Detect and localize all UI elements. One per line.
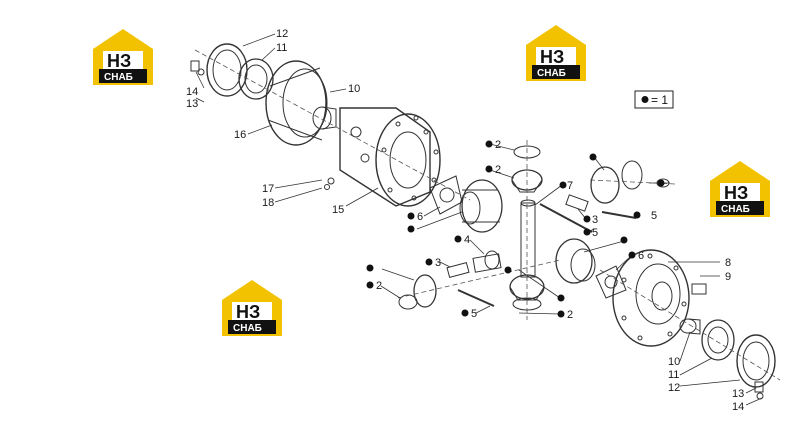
logo-mark-text: НЗ: [540, 47, 564, 67]
label-9: 9: [725, 271, 731, 283]
bullet-icon: [504, 266, 512, 274]
bullet-icon: [407, 225, 415, 233]
bullet-icon: [641, 96, 649, 103]
label-16: 16: [234, 129, 246, 141]
differential-case-15: [339, 107, 441, 207]
label-14-top: 14: [186, 86, 198, 98]
screw-13-14-bottom: [754, 381, 764, 400]
rod-5-center-b: [601, 211, 637, 219]
bullet-icon: [557, 294, 565, 302]
label-7: 7: [567, 180, 573, 192]
side-gear-right: [555, 238, 596, 284]
label-11-top: 11: [276, 42, 287, 54]
label-18: 18: [262, 197, 274, 209]
label-6-right: 6: [638, 250, 644, 262]
label-2-pinion: 2: [495, 164, 501, 176]
label-8: 8: [725, 257, 731, 269]
bullet-icon: [589, 153, 597, 161]
bearing-11-bottom: [701, 319, 735, 361]
differential-case-right: [612, 249, 690, 347]
label-5-center: 5: [592, 227, 598, 239]
label-13-bottom: 13: [732, 388, 744, 400]
seal-ring-12-bottom: [736, 334, 776, 388]
label-12-top: 12: [276, 28, 288, 40]
logo-bottom-left: НЗ СНАБ: [222, 280, 282, 336]
label-6-left: 6: [417, 211, 423, 223]
label-3-center: 3: [592, 214, 598, 226]
bullet-icon: [485, 165, 493, 173]
label-13-top: 13: [186, 98, 198, 110]
logo-top-left: НЗ СНАБ: [93, 29, 153, 85]
logo-mark-text: НЗ: [236, 302, 260, 322]
label-15: 15: [332, 204, 344, 216]
screw-13-14-top: [190, 60, 205, 76]
label-5-lower: 5: [471, 308, 477, 320]
logo-caption: СНАБ: [721, 204, 750, 215]
bullet-icon: [407, 212, 415, 220]
bevel-gear-left: [459, 179, 503, 233]
bullet-icon: [583, 215, 591, 223]
label-4: 4: [464, 234, 470, 246]
label-12-bottom: 12: [668, 382, 680, 394]
label-5-right: 5: [651, 210, 657, 222]
bearing-cone-10-bottom: [679, 318, 701, 335]
pin-3-lower: [446, 261, 470, 279]
pin-3-center: [565, 194, 589, 212]
cross-shaft-7: [520, 199, 536, 278]
label-10-bottom: 10: [668, 356, 680, 368]
legend-text: = 1: [651, 93, 668, 107]
bullet-icon: [628, 251, 636, 259]
bullet-icon: [454, 235, 462, 243]
bevel-gear-left-bottom: [398, 274, 437, 310]
logo-caption: СНАБ: [104, 72, 133, 83]
logo-mark-text: НЗ: [724, 183, 748, 203]
bullet-icon: [657, 179, 665, 187]
label-2-top: 2: [495, 139, 501, 151]
rod-5-center-a: [539, 203, 593, 233]
logo-caption: СНАБ: [537, 68, 566, 79]
bolt-9: [691, 283, 707, 295]
logo-mark-text: НЗ: [107, 51, 131, 71]
label-10-top: 10: [348, 83, 360, 95]
label-3-lower: 3: [435, 257, 441, 269]
bullet-icon: [425, 258, 433, 266]
label-17: 17: [262, 183, 274, 195]
logo-caption: СНАБ: [233, 323, 262, 334]
ring-gear-16: [265, 60, 328, 146]
logo-right: НЗ СНАБ: [710, 161, 770, 217]
bullet-icon: [485, 140, 493, 148]
label-2-bottom: 2: [567, 309, 573, 321]
bullet-icon: [557, 310, 565, 318]
bullet-icon: [559, 181, 567, 189]
label-2-left: 2: [376, 280, 382, 292]
bullet-icon: [366, 281, 374, 289]
bullet-icon: [583, 228, 591, 236]
bearing-cone-10-top: [312, 106, 337, 130]
bullet-icon: [461, 309, 469, 317]
bullet-markers: [366, 140, 665, 318]
label-14-bottom: 14: [732, 401, 744, 413]
leader-lines: [195, 33, 763, 406]
callout-labels: 12 11 10 14 13 16 17 18 15 6 2 2 7 4 3 2…: [186, 28, 744, 413]
label-11-bottom: 11: [668, 369, 679, 381]
bullet-icon: [620, 236, 628, 244]
legend-box: = 1: [634, 90, 674, 109]
rod-5-lower: [457, 289, 495, 307]
bullet-icon: [633, 211, 641, 219]
bullet-icon: [366, 264, 374, 272]
bushing-4: [472, 250, 502, 273]
axis-lines: [194, 49, 781, 381]
bevel-gear-right-top: [590, 160, 643, 204]
logo-top-center: НЗ СНАБ: [526, 25, 586, 81]
pins-17-18: [324, 177, 335, 190]
bearing-11-top: [238, 58, 274, 100]
gasket-6-right: [595, 265, 627, 299]
